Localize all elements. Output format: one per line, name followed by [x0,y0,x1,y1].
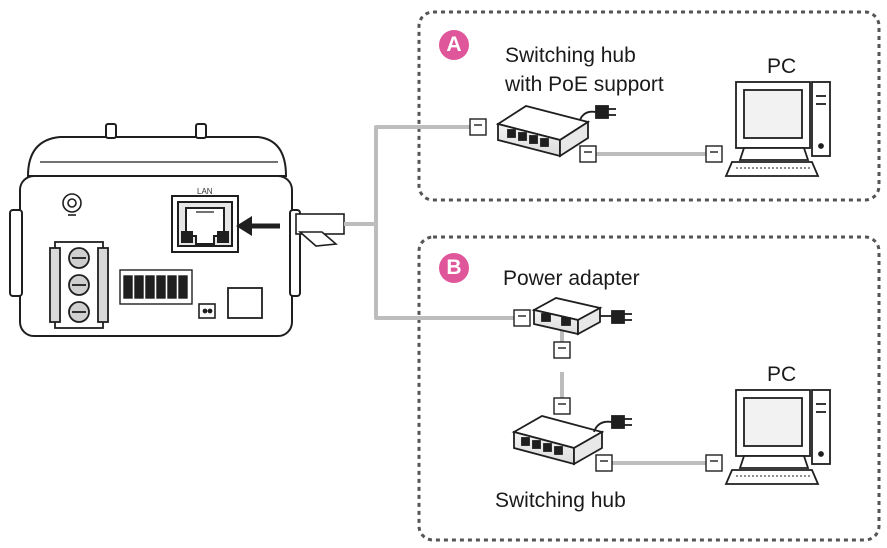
pc-b-icon [724,389,831,485]
rj45-plugs [469,118,723,472]
pc-b-label: PC [767,363,797,386]
lan-cables [344,125,706,465]
switching-hub-icon [511,415,605,466]
option-b-frame [417,235,881,542]
option-b-badge: B [439,253,469,283]
io-terminal-icon [119,269,193,305]
pc-a-icon [724,81,831,177]
poe-hub-label-line1: Switching hub [505,44,636,67]
pc-a-label: PC [767,55,797,78]
switching-hub-label: Switching hub [495,489,626,512]
adapter-power-plug-icon [600,310,632,324]
poe-hub-label-line2: with PoE support [505,73,664,96]
hub-power-plug-icon [593,415,632,433]
power-terminal-icon [49,241,109,329]
dc-connector-icon [198,303,216,319]
camera-lan-plug-icon [295,213,345,247]
poe-switching-hub-icon [495,105,591,158]
plug-in-arrow-icon [236,216,280,236]
screw-icon [62,193,82,216]
cover-plate [227,287,263,319]
power-plug-icon [579,105,616,121]
option-a-frame [417,10,881,202]
option-a-badge: A [439,30,469,60]
lan-port-label: LAN [197,187,213,196]
power-adapter-label: Power adapter [503,267,640,290]
lan-port-icon [171,195,239,253]
power-adapter-icon [531,297,603,336]
